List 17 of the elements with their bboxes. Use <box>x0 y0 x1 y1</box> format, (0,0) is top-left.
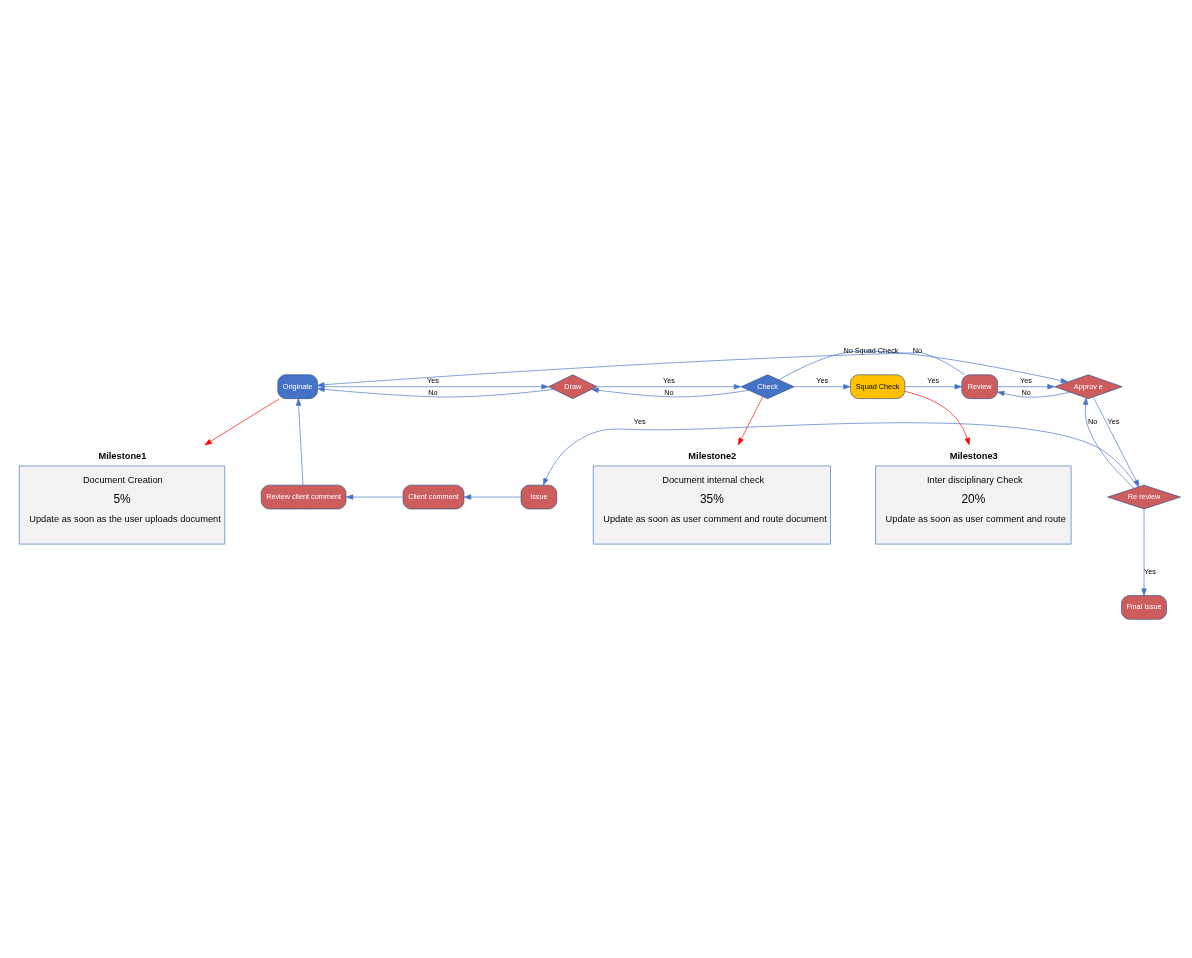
edge-label: Yes <box>663 375 675 385</box>
edge-label: No <box>912 345 923 355</box>
edge-label: Yes <box>927 375 940 385</box>
node-label: Milestone1 <box>98 450 147 461</box>
edge-label: No <box>664 387 674 397</box>
node-label: Milestone3 <box>949 450 998 461</box>
edge-label: Yes <box>427 375 439 385</box>
edge-label: Yes <box>1144 566 1156 576</box>
edge-label: Yes <box>633 416 646 426</box>
edge-label: No <box>1021 387 1031 397</box>
edge-label: Yes <box>1107 416 1120 426</box>
edge-label: Yes <box>816 375 829 385</box>
edge-label: Yes <box>1020 375 1032 385</box>
node-label: Milestone2 <box>688 450 737 461</box>
edge-label: No Squad Check <box>843 345 899 355</box>
edge-label: No <box>428 387 438 397</box>
edge-label: No <box>1088 416 1098 426</box>
